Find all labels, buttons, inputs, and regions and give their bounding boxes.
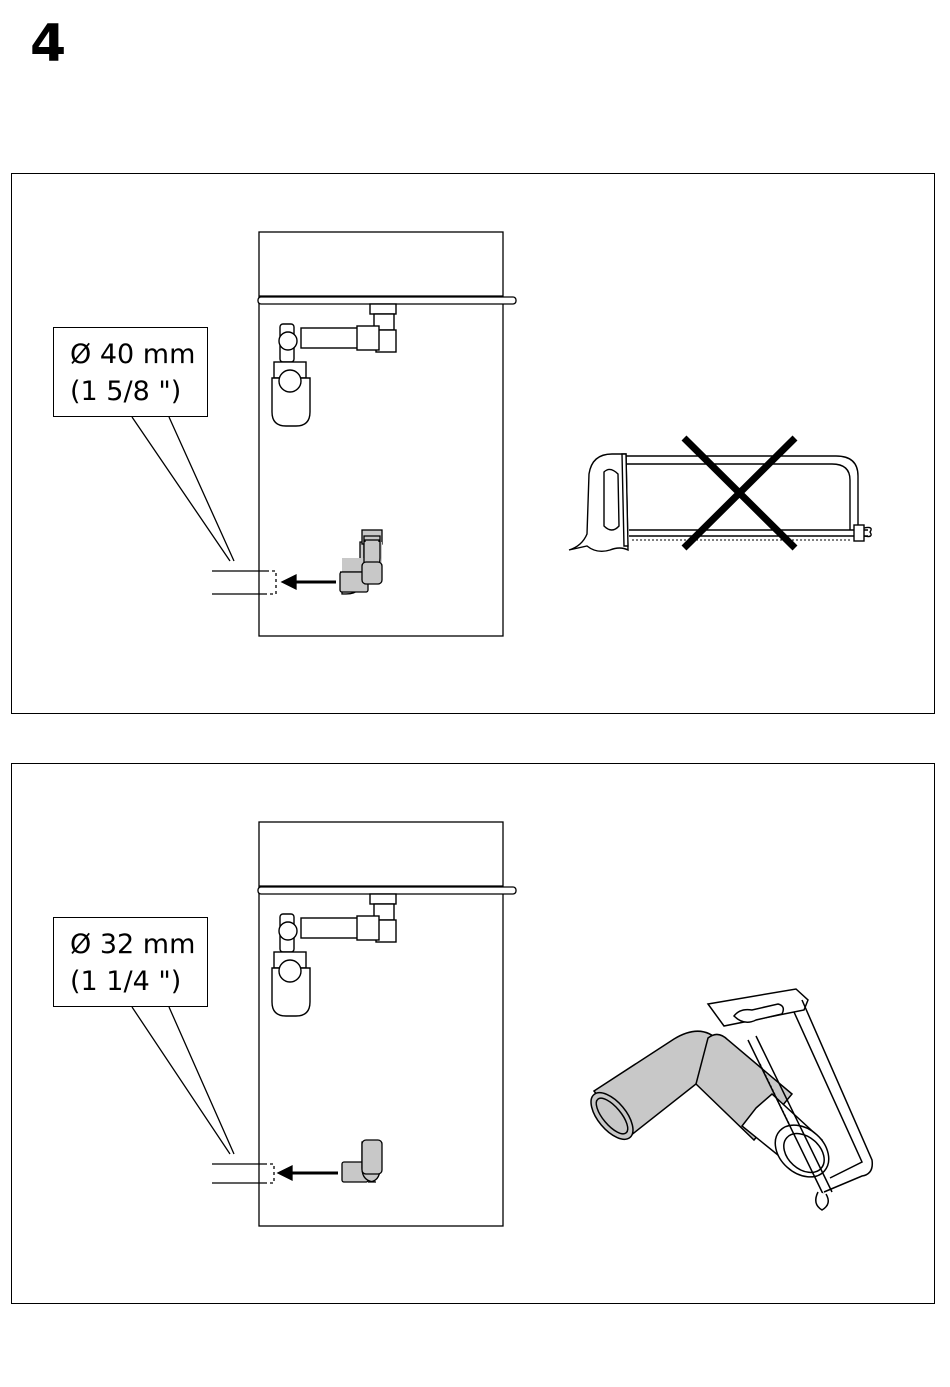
prohibited-cross-icon bbox=[684, 438, 795, 548]
callout-diameter-mm: Ø 40 mm bbox=[70, 336, 207, 373]
instruction-panel-40mm: Ø 40 mm (1 5/8 ") bbox=[11, 173, 935, 714]
hacksaw-icon bbox=[569, 454, 871, 551]
panel-1-illustration bbox=[12, 174, 936, 715]
callout-diameter-mm: Ø 32 mm bbox=[70, 926, 207, 963]
callout-diameter-inches: (1 5/8 ") bbox=[70, 373, 207, 410]
pipe-diameter-callout: Ø 32 mm (1 1/4 ") bbox=[53, 917, 208, 1007]
sink-cabinet-icon bbox=[258, 232, 516, 636]
step-number: 4 bbox=[30, 18, 66, 70]
callout-leader bbox=[132, 1007, 234, 1154]
callout-diameter-inches: (1 1/4 ") bbox=[70, 963, 207, 1000]
sink-cabinet-icon bbox=[258, 822, 516, 1226]
panel-2-illustration bbox=[12, 764, 936, 1305]
pipe-cutting-icon bbox=[583, 989, 872, 1210]
callout-leader bbox=[132, 417, 234, 561]
instruction-panel-32mm: Ø 32 mm (1 1/4 ") bbox=[11, 763, 935, 1304]
pipe-diameter-callout: Ø 40 mm (1 5/8 ") bbox=[53, 327, 208, 417]
